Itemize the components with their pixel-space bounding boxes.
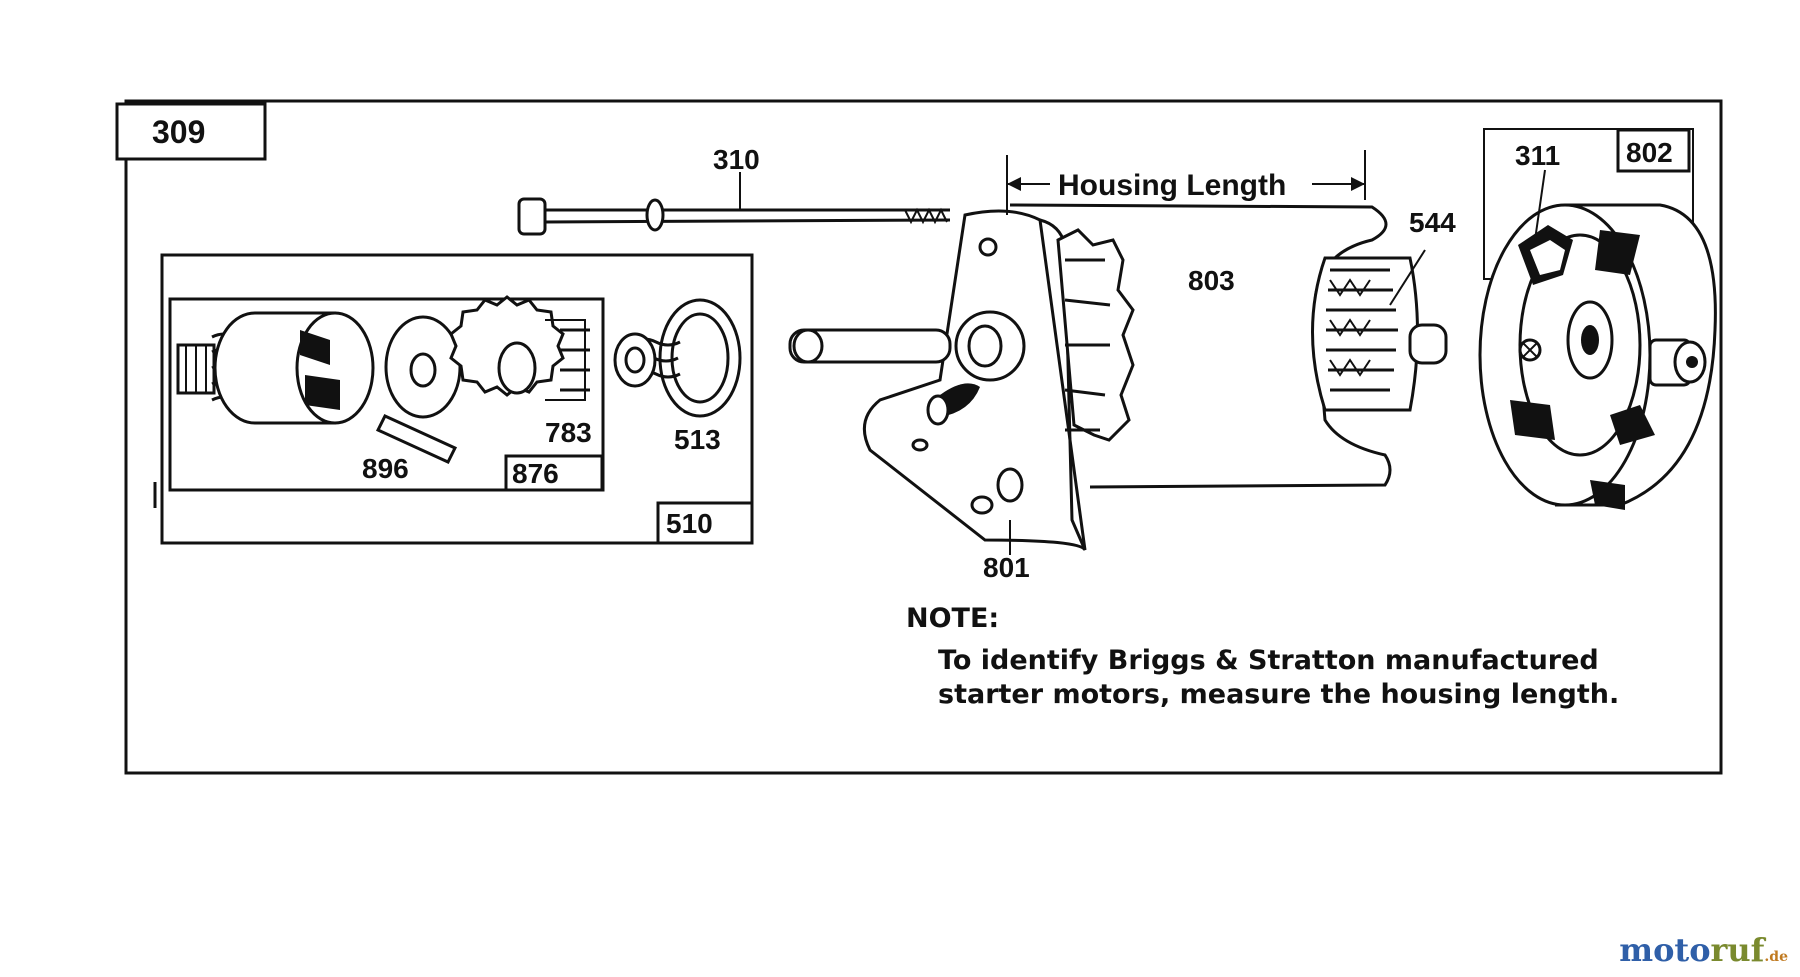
label-housing-length: Housing Length	[1058, 169, 1286, 202]
label-544: 544	[1409, 207, 1456, 238]
note-line-1: To identify Briggs & Stratton manufactur…	[938, 645, 1599, 676]
label-510: 510	[666, 508, 713, 539]
label-783: 783	[545, 417, 592, 448]
leader-544	[1389, 249, 1426, 306]
label-803: 803	[1188, 265, 1235, 296]
site-watermark-logo: motoruf.de	[1619, 931, 1788, 969]
leader-311	[1534, 169, 1546, 241]
label-box-802	[1616, 128, 1691, 173]
note-line-2: starter motors, measure the housing leng…	[938, 679, 1619, 710]
label-513: 513	[674, 424, 721, 455]
pinion-gear-783	[449, 295, 590, 401]
label-802: 802	[1626, 137, 1673, 168]
group-label-box	[115, 102, 267, 161]
watermark-part-2: ruf	[1710, 931, 1765, 969]
watermark-part-1: moto	[1619, 931, 1711, 969]
label-876: 876	[512, 458, 559, 489]
gear-subassembly-box	[168, 297, 605, 492]
label-box-876	[504, 454, 604, 492]
label-310: 310	[713, 144, 760, 175]
pin-896	[375, 414, 458, 464]
drive-end-cap-801	[788, 209, 1135, 552]
drive-assembly-box	[160, 253, 754, 545]
housing-length-dimension	[1006, 150, 1366, 215]
retainer-513	[613, 298, 742, 418]
armature-544	[1311, 256, 1448, 412]
label-311: 311	[1515, 140, 1560, 171]
label-896: 896	[362, 453, 409, 484]
label-801: 801	[983, 552, 1030, 583]
group-label: 309	[152, 114, 205, 150]
label-box-510	[656, 501, 754, 545]
drive-clutch	[176, 311, 375, 425]
note-heading: NOTE:	[906, 603, 999, 634]
watermark-part-3: .de	[1764, 949, 1788, 965]
thru-bolt-310	[517, 197, 951, 236]
washer	[384, 315, 462, 419]
brush-end-cap-802	[1478, 203, 1717, 510]
outer-frame	[124, 99, 1723, 775]
